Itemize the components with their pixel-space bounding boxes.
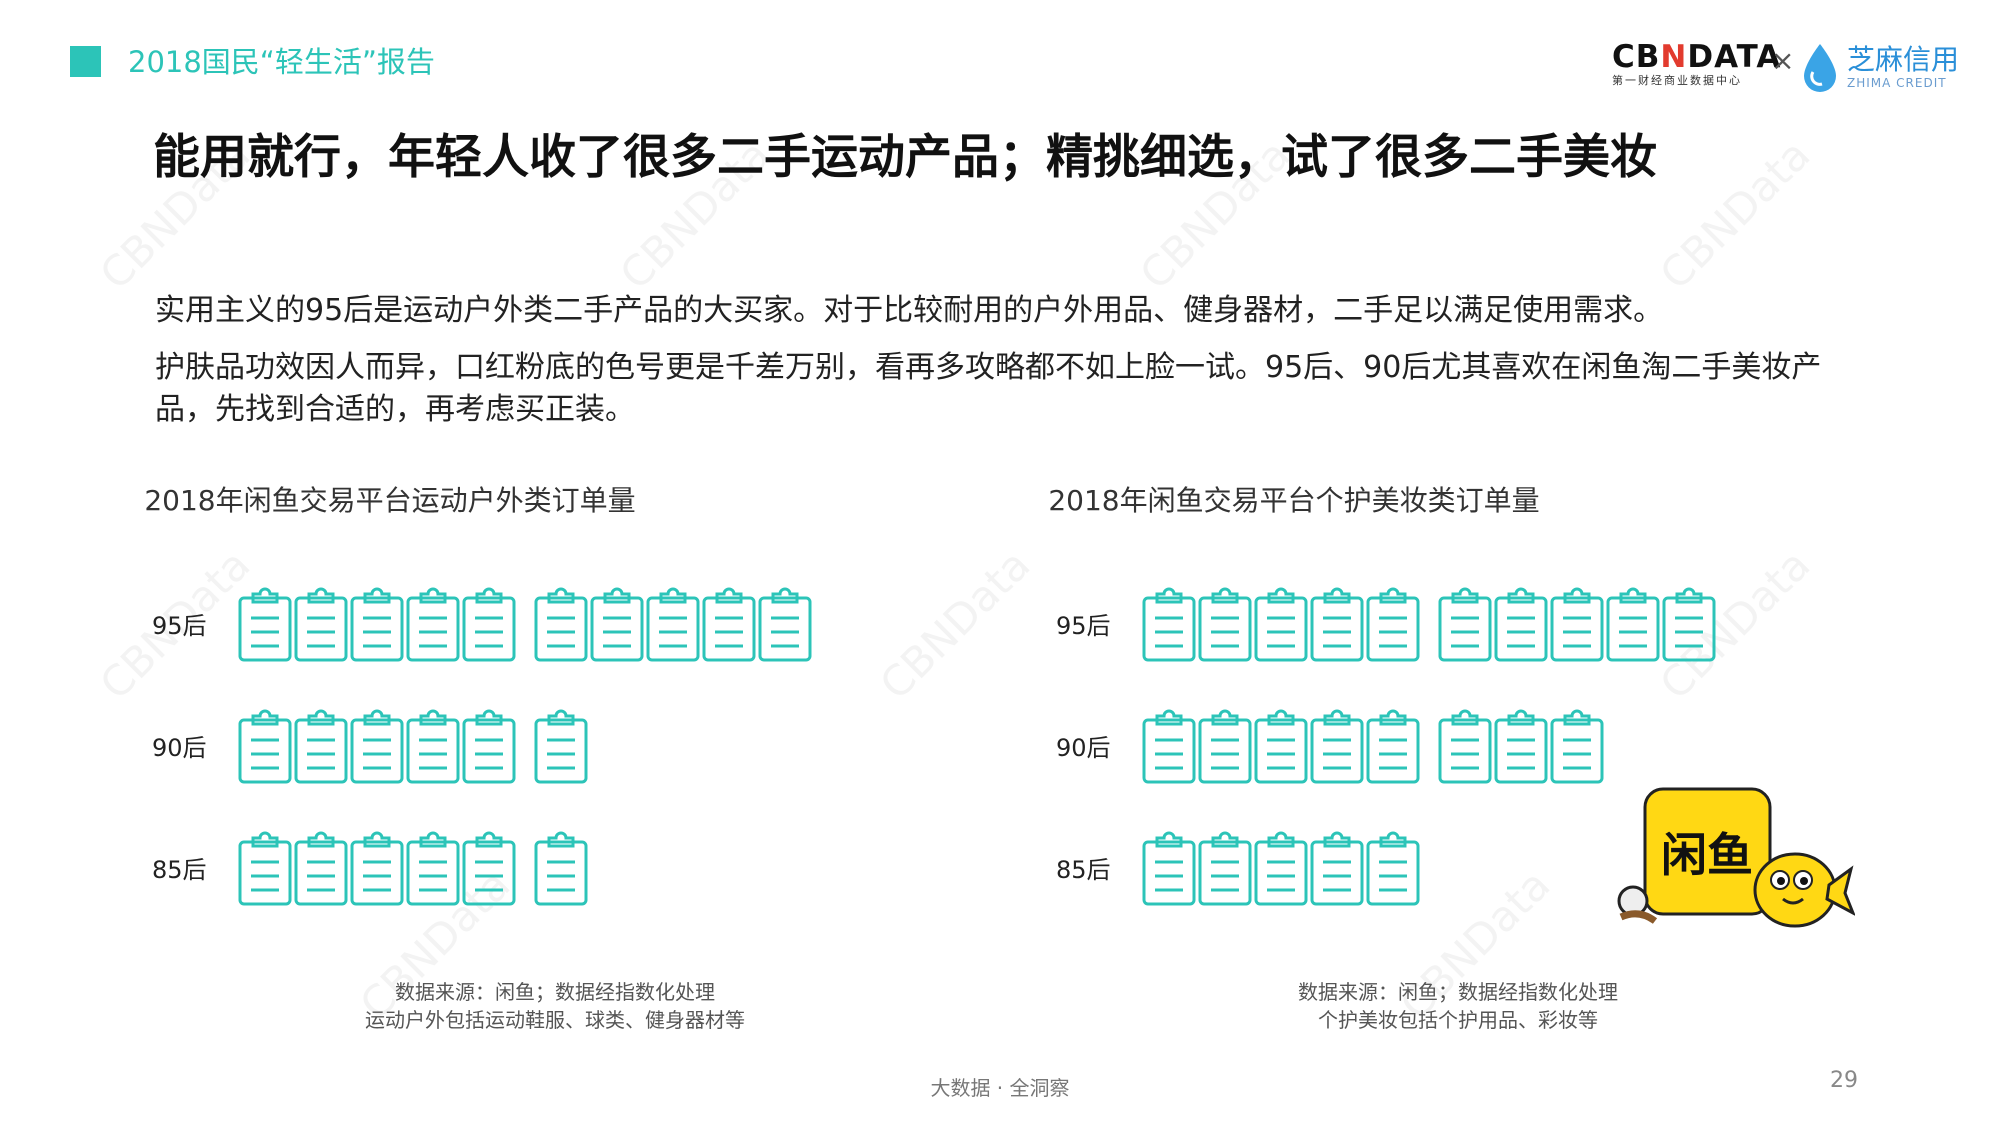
clipboard-icon bbox=[462, 709, 516, 784]
source-note-right-line2: 个护美妆包括个护用品、彩妆等 bbox=[1318, 1008, 1598, 1032]
clipboard-icon bbox=[702, 587, 756, 662]
clipboard-icon bbox=[294, 709, 348, 784]
clipboard-icon bbox=[1366, 831, 1420, 906]
clipboard-icon bbox=[534, 831, 588, 906]
header-accent-square bbox=[70, 46, 101, 77]
clipboard-icon bbox=[1438, 587, 1492, 662]
clipboard-icon bbox=[1438, 709, 1492, 784]
clipboard-icon bbox=[1494, 587, 1548, 662]
watermark: CBNData bbox=[1650, 130, 1820, 299]
chart-right-title: 2018年闲鱼交易平台个护美妆类订单量 bbox=[1048, 484, 1539, 517]
clipboard-icon bbox=[1310, 587, 1364, 662]
clipboard-icon bbox=[1494, 709, 1548, 784]
zhima-credit-logo: 芝麻信用 ZHIMA CREDIT bbox=[1847, 43, 1960, 91]
clipboard-icon bbox=[534, 587, 588, 662]
zhima-drop-icon bbox=[1804, 44, 1836, 92]
clipboard-icon bbox=[758, 587, 812, 662]
source-note-right: 数据来源：闲鱼；数据经指数化处理 个护美妆包括个护用品、彩妆等 bbox=[1158, 978, 1758, 1034]
source-note-left-line2: 运动户外包括运动鞋服、球类、健身器材等 bbox=[365, 1008, 745, 1032]
clipboard-icon bbox=[1198, 587, 1252, 662]
chart-beauty-care: 2018年闲鱼交易平台个护美妆类订单量 95后 90后 85后 bbox=[1048, 484, 1716, 906]
clipboard-icon bbox=[1366, 587, 1420, 662]
chart-left-title: 2018年闲鱼交易平台运动户外类订单量 bbox=[144, 484, 635, 517]
intro-paragraph-1: 实用主义的95后是运动户外类二手产品的大买家。对于比较耐用的户外用品、健身器材，… bbox=[155, 293, 1664, 328]
clipboard-icon bbox=[294, 831, 348, 906]
clipboard-icon bbox=[1142, 587, 1196, 662]
cbndata-logo-subtitle: 第一财经商业数据中心 bbox=[1612, 74, 1742, 87]
page-headline: 能用就行，年轻人收了很多二手运动产品；精挑细选，试了很多二手美妆 bbox=[153, 130, 1657, 185]
clipboard-icon bbox=[406, 587, 460, 662]
clipboard-icon bbox=[646, 587, 700, 662]
report-title: 2018国民“轻生活”报告 bbox=[128, 45, 435, 79]
clipboard-icon bbox=[1366, 709, 1420, 784]
cbndata-logo: CBNDATA 第一财经商业数据中心 bbox=[1612, 39, 1782, 88]
page-number: 29 bbox=[1830, 1068, 1858, 1093]
source-note-left-line1: 数据来源：闲鱼；数据经指数化处理 bbox=[395, 980, 715, 1004]
clipboard-icon bbox=[1254, 831, 1308, 906]
zhima-logo-subtitle: ZHIMA CREDIT bbox=[1847, 76, 1947, 90]
chart-left-category-label: 95后 bbox=[152, 612, 207, 640]
intro-paragraph-2: 护肤品功效因人而异，口红粉底的色号更是千差万别，看再多攻略都不如上脸一试。95后… bbox=[155, 350, 1822, 427]
clipboard-icon bbox=[1254, 709, 1308, 784]
clipboard-icon bbox=[1198, 831, 1252, 906]
clipboard-icon bbox=[1310, 831, 1364, 906]
chart-sports-outdoor: 2018年闲鱼交易平台运动户外类订单量 95后 90后 85后 bbox=[144, 484, 812, 906]
chart-right-category-label: 90后 bbox=[1056, 734, 1111, 762]
clipboard-icon bbox=[1198, 709, 1252, 784]
clipboard-icon bbox=[406, 831, 460, 906]
footer-slogan: 大数据 · 全洞察 bbox=[930, 1076, 1070, 1100]
clipboard-icon bbox=[1550, 587, 1604, 662]
clipboard-icon bbox=[350, 831, 404, 906]
clipboard-icon bbox=[1550, 709, 1604, 784]
clipboard-icon bbox=[406, 709, 460, 784]
clipboard-icon bbox=[350, 709, 404, 784]
chart-right-category-label: 95后 bbox=[1056, 612, 1111, 640]
zhima-logo-wordmark: 芝麻信用 bbox=[1847, 43, 1960, 76]
watermark: CBNData bbox=[870, 540, 1040, 709]
clipboard-icon bbox=[1310, 709, 1364, 784]
source-note-right-line1: 数据来源：闲鱼；数据经指数化处理 bbox=[1298, 980, 1618, 1004]
cbndata-logo-wordmark: CBNDATA bbox=[1612, 39, 1782, 75]
clipboard-icon bbox=[238, 831, 292, 906]
clipboard-icon bbox=[590, 587, 644, 662]
logo-separator: × bbox=[1771, 44, 1795, 77]
source-note-left: 数据来源：闲鱼；数据经指数化处理 运动户外包括运动鞋服、球类、健身器材等 bbox=[255, 978, 855, 1034]
clipboard-icon bbox=[350, 587, 404, 662]
chart-left-category-label: 90后 bbox=[152, 734, 207, 762]
chart-right-category-label: 85后 bbox=[1056, 856, 1111, 884]
clipboard-icon bbox=[1142, 831, 1196, 906]
clipboard-icon bbox=[1662, 587, 1716, 662]
chart-left-category-label: 85后 bbox=[152, 856, 207, 884]
clipboard-icon bbox=[1254, 587, 1308, 662]
clipboard-icon bbox=[294, 587, 348, 662]
clipboard-icon bbox=[238, 587, 292, 662]
clipboard-icon bbox=[534, 709, 588, 784]
clipboard-icon bbox=[462, 831, 516, 906]
clipboard-icon bbox=[462, 587, 516, 662]
clipboard-icon bbox=[1142, 709, 1196, 784]
clipboard-icon bbox=[1606, 587, 1660, 662]
xianyu-mascot-icon: 闲鱼 bbox=[1617, 787, 1855, 928]
clipboard-icon bbox=[238, 709, 292, 784]
xianyu-logo-text: 闲鱼 bbox=[1661, 828, 1753, 882]
